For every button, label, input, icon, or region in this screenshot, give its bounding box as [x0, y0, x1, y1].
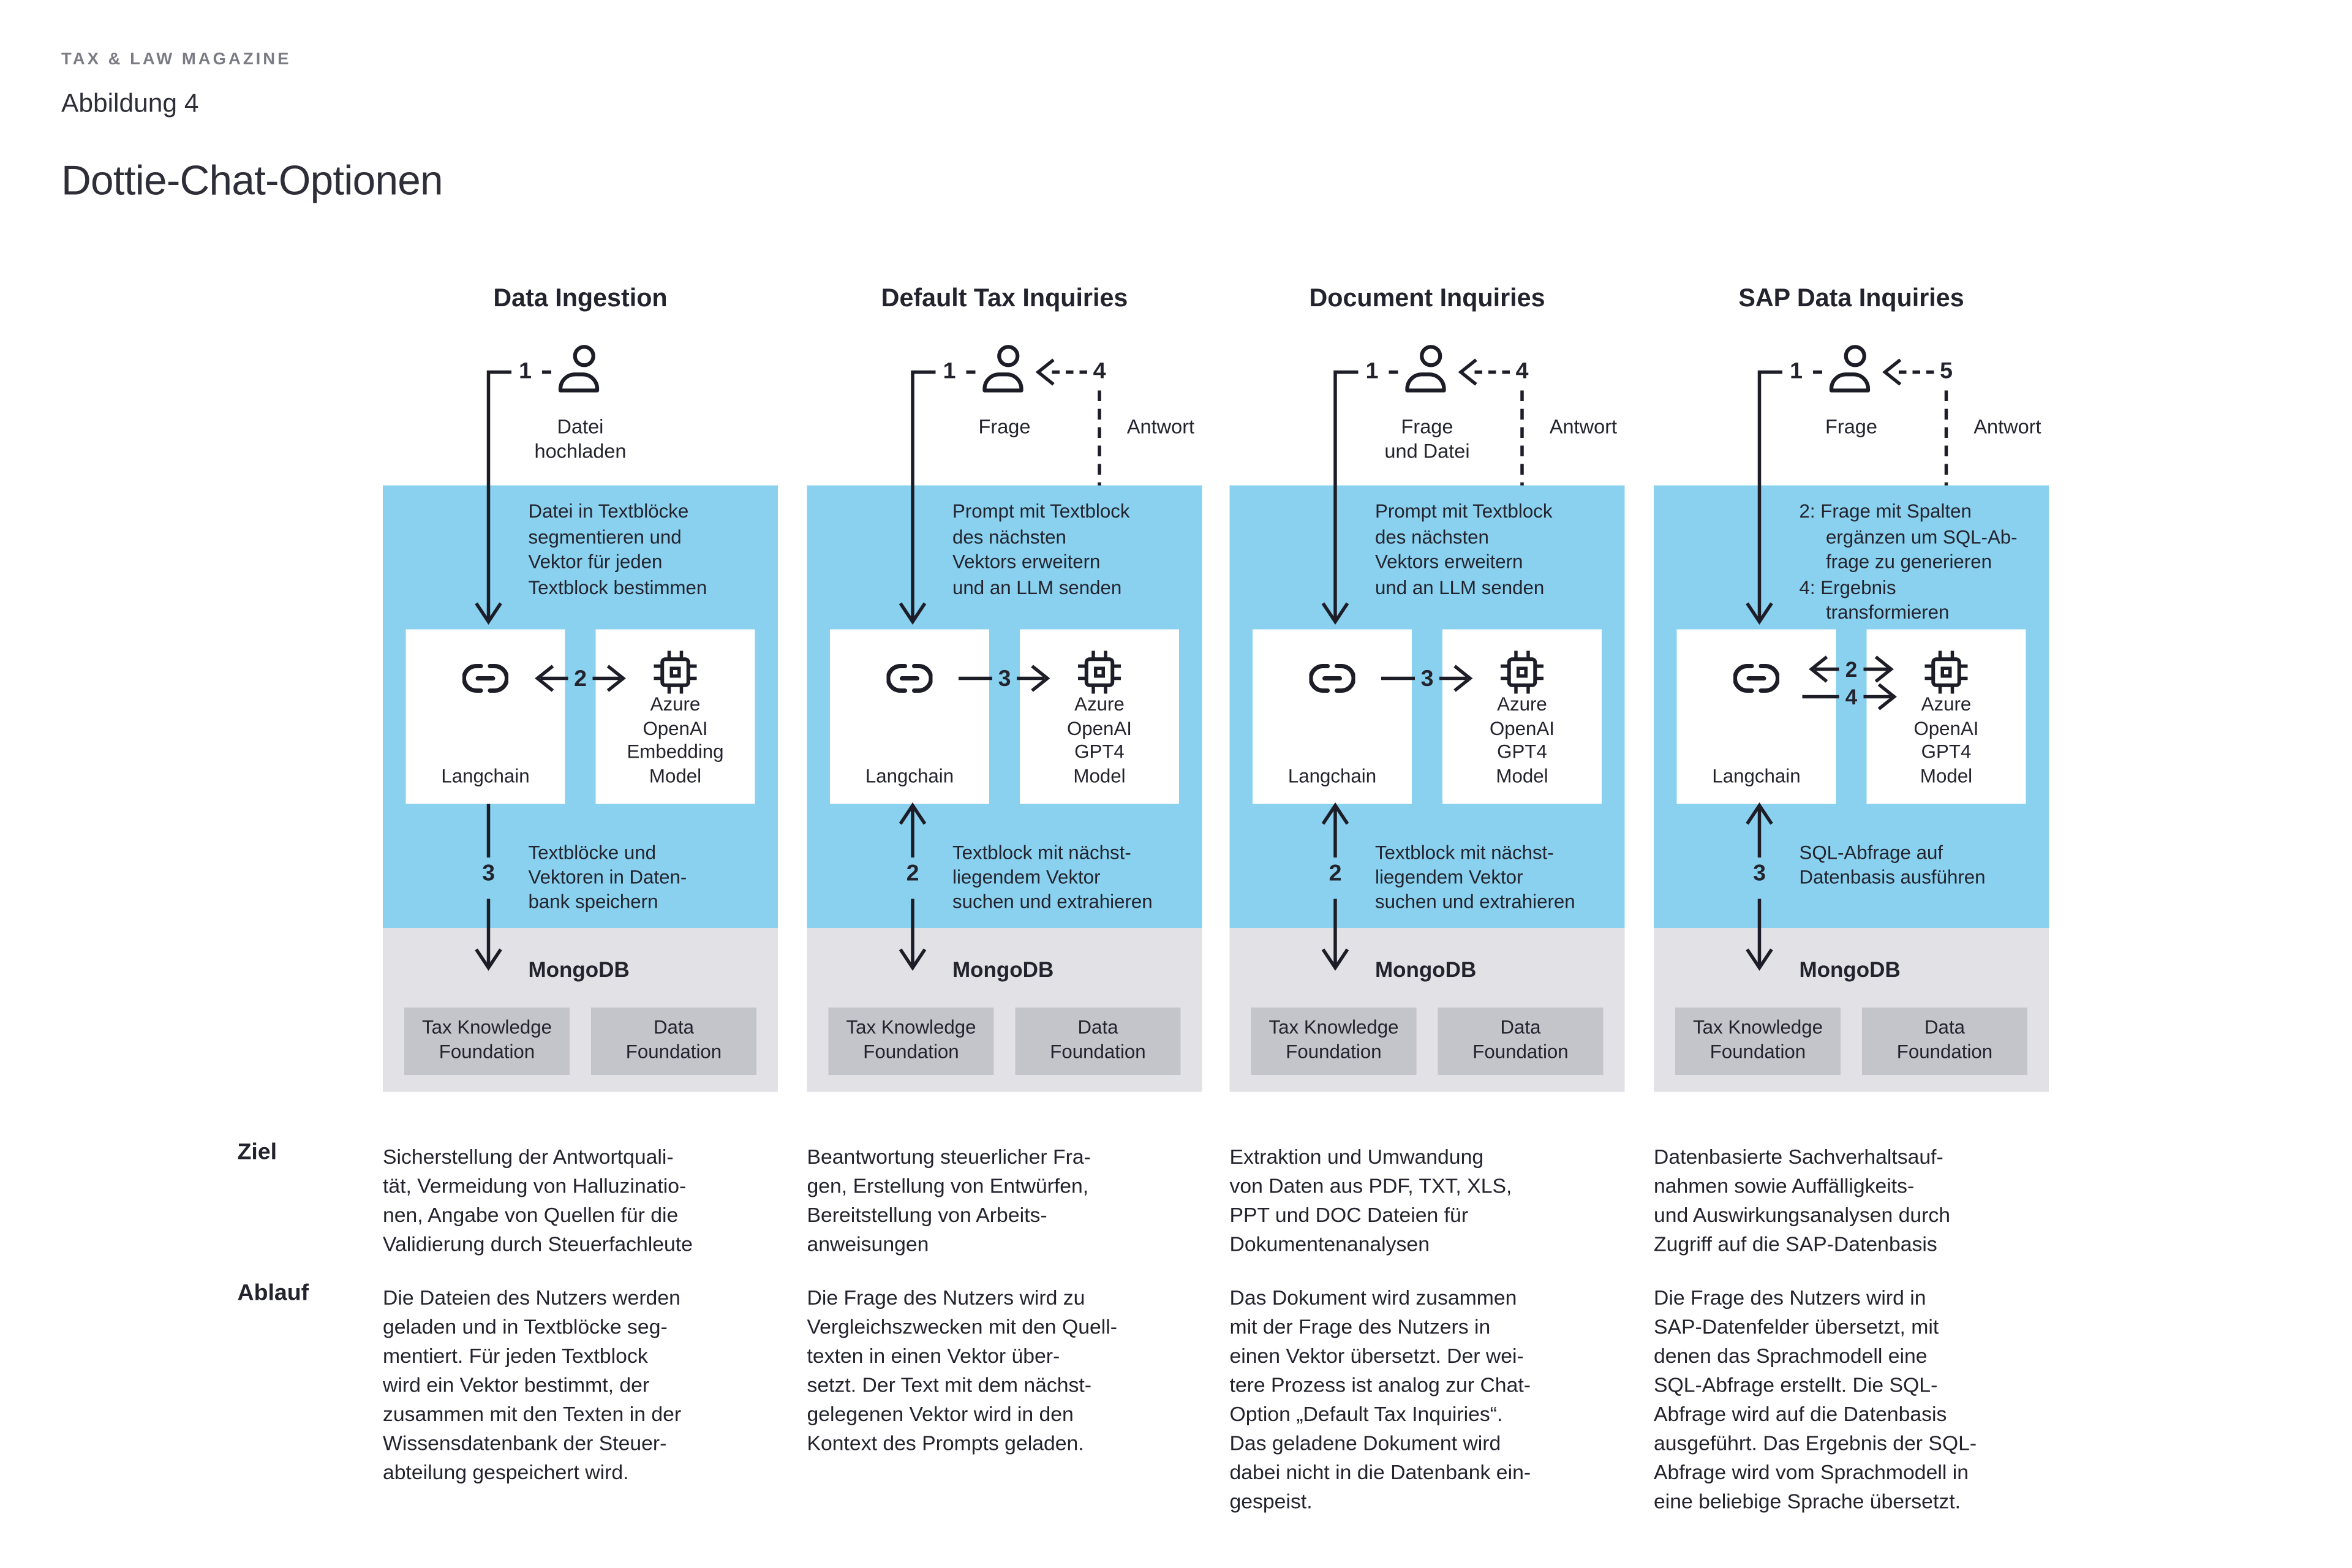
- langchain-label: Langchain: [1712, 766, 1801, 787]
- langchain-chain-icon: [462, 662, 508, 695]
- request-label: Frage und Datei: [1384, 415, 1470, 462]
- user-icon: [1400, 343, 1455, 398]
- lower-description: Textblöcke und Vektoren in Daten- bank s…: [528, 842, 687, 913]
- langchain-box: [1253, 629, 1412, 804]
- response-label: Antwort: [1126, 415, 1195, 439]
- db-box-tax-knowledge: Tax Knowledge Foundation: [1675, 1008, 1841, 1075]
- process-description: Prompt mit Textblock des nächsten Vektor…: [1375, 500, 1553, 598]
- ziel-text: Beantwortung steuerlicher Fra- gen, Erst…: [807, 1145, 1091, 1256]
- db-box-tax-knowledge: Tax Knowledge Foundation: [828, 1008, 994, 1075]
- step-number-mid: 2: [574, 666, 587, 693]
- flow-arrows: [1746, 358, 1948, 971]
- azure-model-label: Azure OpenAI GPT4 Model: [1066, 693, 1132, 786]
- azure-chip-icon: [1077, 649, 1123, 695]
- step-number-response: 4: [1515, 358, 1529, 385]
- step-number-mid: 2: [1845, 657, 1858, 682]
- langchain-box: [405, 629, 565, 804]
- azure-chip-icon: [1923, 649, 1969, 695]
- langchain-chain-icon: [1733, 662, 1779, 695]
- step-number-response: 5: [1940, 358, 1953, 385]
- ablauf-text: Die Frage des Nutzers wird in SAP-Datenf…: [1654, 1286, 1977, 1513]
- langchain-box: [1676, 629, 1836, 804]
- column-document-inquiries: Document Inquiries 1 4 Frage und Datei A…: [1229, 0, 1625, 1133]
- diagram-title: Dottie-Chat-Optionen: [61, 157, 443, 204]
- azure-model-label: Azure OpenAI GPT4 Model: [1913, 693, 1979, 786]
- mongodb-label: MongoDB: [1799, 957, 1901, 982]
- step-number-mid: 3: [998, 666, 1011, 693]
- mongodb-label: MongoDB: [528, 957, 630, 982]
- langchain-chain-icon: [1309, 662, 1355, 695]
- ziel-text: Extraktion und Umwandung von Daten aus P…: [1229, 1145, 1512, 1256]
- step-number-request: 1: [943, 358, 956, 385]
- db-box-data-foundation: Data Foundation: [1015, 1008, 1181, 1075]
- user-icon: [553, 343, 608, 398]
- azure-chip-icon: [1499, 649, 1545, 695]
- step-number-mid-2: 4: [1845, 684, 1858, 709]
- step-number-mid: 3: [1420, 666, 1434, 693]
- request-label: Frage: [978, 415, 1031, 439]
- magazine-kicker: TAX & LAW MAGAZINE: [61, 50, 292, 69]
- ziel-text: Datenbasierte Sachverhaltsauf- nahmen so…: [1654, 1145, 1951, 1256]
- process-description: 2: Frage mit Spalten ergänzen um SQL-Ab-…: [1799, 500, 2018, 624]
- mongodb-label: MongoDB: [952, 957, 1054, 982]
- step-number-request: 1: [519, 358, 532, 385]
- db-box-data-foundation: Data Foundation: [1438, 1008, 1604, 1075]
- azure-model-label: Azure OpenAI GPT4 Model: [1489, 693, 1555, 786]
- response-label: Antwort: [1549, 415, 1618, 439]
- azure-model-label: Azure OpenAI Embedding Model: [627, 693, 724, 786]
- flow-arrows: [899, 358, 1101, 971]
- step-number-request: 1: [1365, 358, 1379, 385]
- figure-label: Abbildung 4: [61, 89, 199, 118]
- request-label: Frage: [1825, 415, 1877, 439]
- step-number-response: 4: [1093, 358, 1106, 385]
- langchain-chain-icon: [886, 662, 933, 695]
- ziel-row-label: Ziel: [237, 1139, 277, 1166]
- response-label: Antwort: [1973, 415, 2041, 439]
- flow-arrows: [475, 370, 626, 971]
- ablauf-text: Die Frage des Nutzers wird zu Vergleichs…: [807, 1286, 1117, 1455]
- flow-arrows: [1321, 358, 1524, 971]
- process-description: Prompt mit Textblock des nächsten Vektor…: [952, 500, 1130, 598]
- step-number-lower: 3: [1753, 861, 1766, 887]
- column-title: Default Tax Inquiries: [881, 285, 1128, 312]
- langchain-box: [830, 629, 989, 804]
- ablauf-text: Das Dokument wird zusammen mit der Frage…: [1229, 1286, 1531, 1513]
- user-icon: [1824, 343, 1879, 398]
- azure-chip-icon: [652, 649, 698, 695]
- db-box-data-foundation: Data Foundation: [591, 1008, 756, 1075]
- ablauf-row-label: Ablauf: [237, 1280, 309, 1306]
- langchain-label: Langchain: [1287, 766, 1377, 787]
- lower-description: SQL-Abfrage auf Datenbasis ausführen: [1799, 842, 1986, 888]
- langchain-label: Langchain: [441, 766, 530, 787]
- column-title: SAP Data Inquiries: [1738, 285, 1964, 312]
- db-box-data-foundation: Data Foundation: [1862, 1008, 2027, 1075]
- process-description: Datei in Textblöcke segmentieren und Vek…: [528, 500, 707, 598]
- db-box-tax-knowledge: Tax Knowledge Foundation: [404, 1008, 570, 1075]
- langchain-label: Langchain: [865, 766, 954, 787]
- request-label: Datei hochladen: [534, 415, 627, 462]
- user-icon: [977, 343, 1032, 398]
- ablauf-text: Die Dateien des Nutzers werden geladen u…: [383, 1286, 682, 1484]
- column-data-ingestion: Data Ingestion 1 Datei hochladen Datei i…: [383, 0, 778, 1133]
- lower-description: Textblock mit nächst- liegendem Vektor s…: [1375, 842, 1575, 913]
- column-title: Document Inquiries: [1309, 285, 1545, 312]
- step-number-lower: 3: [482, 861, 495, 887]
- lower-description: Textblock mit nächst- liegendem Vektor s…: [952, 842, 1153, 913]
- mongodb-label: MongoDB: [1375, 957, 1477, 982]
- column-sap-data-inquiries: SAP Data Inquiries 1 5 Frage Antwort 2: …: [1654, 0, 2049, 1133]
- ziel-text: Sicherstellung der Antwortquali- tät, Ve…: [383, 1145, 693, 1256]
- column-title: Data Ingestion: [493, 285, 668, 312]
- step-number-lower: 2: [906, 861, 919, 887]
- column-default-tax-inquiries: Default Tax Inquiries 1 4 Frage Antwort …: [807, 0, 1202, 1133]
- db-box-tax-knowledge: Tax Knowledge Foundation: [1251, 1008, 1417, 1075]
- step-number-request: 1: [1790, 358, 1803, 385]
- step-number-lower: 2: [1329, 861, 1342, 887]
